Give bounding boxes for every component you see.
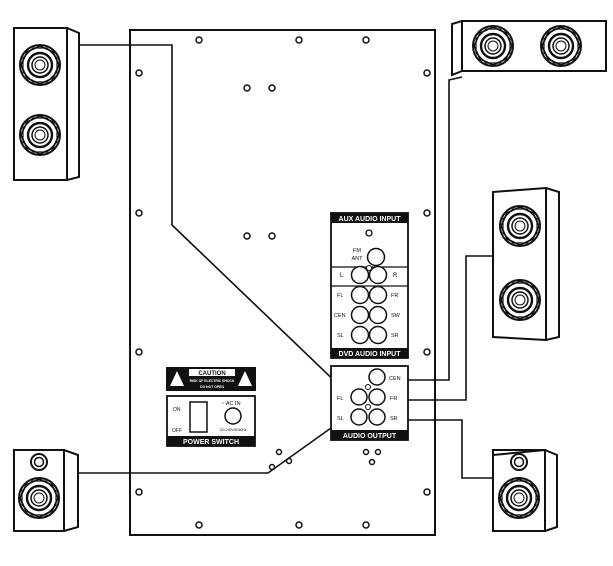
woofer-icon bbox=[539, 24, 583, 68]
aux-left-jack[interactable] bbox=[350, 265, 370, 285]
output-panel: CEN FL FR SL SR AUDIO OUTPUT bbox=[330, 365, 409, 441]
tweeter-icon bbox=[30, 453, 48, 471]
fm-ant-jack[interactable] bbox=[366, 247, 386, 267]
out-fl-label: FL bbox=[337, 396, 343, 402]
aux-right-jack[interactable] bbox=[368, 265, 388, 285]
dvd-cen-label: CEN bbox=[334, 313, 346, 319]
dvd-sw-jack[interactable] bbox=[368, 305, 388, 325]
ac-inlet[interactable] bbox=[224, 407, 242, 425]
center-speaker bbox=[451, 20, 607, 77]
power-panel: ON OFF ~ AC IN 220-240V/50/60Hz POWER SW… bbox=[166, 395, 256, 447]
fm-label: FM bbox=[353, 248, 361, 254]
power-off-label: OFF bbox=[172, 428, 182, 434]
front-right-speaker bbox=[492, 186, 560, 342]
dvd-sl-label: SL bbox=[337, 333, 344, 339]
out-fr-label: FR bbox=[390, 396, 397, 402]
woofer-icon bbox=[498, 204, 542, 248]
wire-front-right bbox=[385, 255, 493, 401]
wire-center bbox=[385, 76, 463, 381]
caution-label: CAUTION RISK OF ELECTRIC SHOCK DO NOT OP… bbox=[166, 367, 256, 391]
power-switch[interactable] bbox=[189, 401, 208, 433]
dvd-fl-jack[interactable] bbox=[350, 285, 370, 305]
woofer-icon bbox=[498, 278, 542, 322]
dvd-sr-jack[interactable] bbox=[368, 325, 388, 345]
surround-left-speaker bbox=[13, 449, 79, 532]
caution-line-2: DO NOT OPEN bbox=[200, 385, 224, 389]
warning-icon bbox=[170, 371, 184, 386]
out-sl-label: SL bbox=[337, 416, 344, 422]
surround-right-speaker bbox=[492, 448, 558, 532]
dvd-fr-jack[interactable] bbox=[368, 285, 388, 305]
out-sr-jack[interactable] bbox=[368, 408, 386, 426]
dvd-sr-label: SR bbox=[391, 333, 399, 339]
aux-right-label: R bbox=[393, 273, 398, 279]
screw-holes bbox=[135, 36, 431, 529]
front-left-speaker bbox=[13, 27, 80, 181]
input-panel: AUX AUDIO INPUT FM ANT L R FL FR CEN SW … bbox=[330, 212, 409, 359]
dvd-audio-input-footer: DVD AUDIO INPUT bbox=[339, 351, 402, 358]
woofer-icon bbox=[18, 43, 62, 87]
ant-label: ANT bbox=[352, 256, 364, 262]
dvd-fl-label: FL bbox=[337, 293, 343, 299]
out-fl-jack[interactable] bbox=[350, 388, 368, 406]
dvd-fr-label: FR bbox=[391, 293, 398, 299]
tweeter-icon bbox=[510, 453, 528, 471]
caution-line-1: RISK OF ELECTRIC SHOCK bbox=[190, 379, 235, 383]
woofer-icon bbox=[17, 476, 61, 520]
woofer-icon bbox=[497, 476, 541, 520]
warning-icon bbox=[238, 371, 252, 386]
aux-left-label: L bbox=[340, 273, 344, 279]
dvd-cen-jack[interactable] bbox=[350, 305, 370, 325]
out-sr-label: SR bbox=[390, 416, 398, 422]
aux-audio-input-header: AUX AUDIO INPUT bbox=[339, 216, 402, 223]
power-switch-footer: POWER SWITCH bbox=[183, 439, 239, 446]
out-cen-jack[interactable] bbox=[368, 368, 386, 386]
wire-surround-right bbox=[382, 419, 493, 479]
woofer-icon bbox=[18, 113, 62, 157]
power-rating: 220-240V/50/60Hz bbox=[220, 428, 247, 432]
dvd-sl-jack[interactable] bbox=[350, 325, 370, 345]
power-on-label: ON bbox=[173, 407, 181, 413]
ac-in-label: ~ AC IN bbox=[221, 401, 240, 407]
dvd-sw-label: SW bbox=[391, 313, 401, 319]
woofer-icon bbox=[471, 24, 515, 68]
out-cen-label: CEN bbox=[389, 376, 401, 382]
screw-hole bbox=[365, 229, 373, 237]
out-fr-jack[interactable] bbox=[368, 388, 386, 406]
out-sl-jack[interactable] bbox=[350, 408, 368, 426]
caution-title: CAUTION bbox=[198, 371, 225, 377]
audio-output-footer: AUDIO OUTPUT bbox=[343, 433, 397, 440]
